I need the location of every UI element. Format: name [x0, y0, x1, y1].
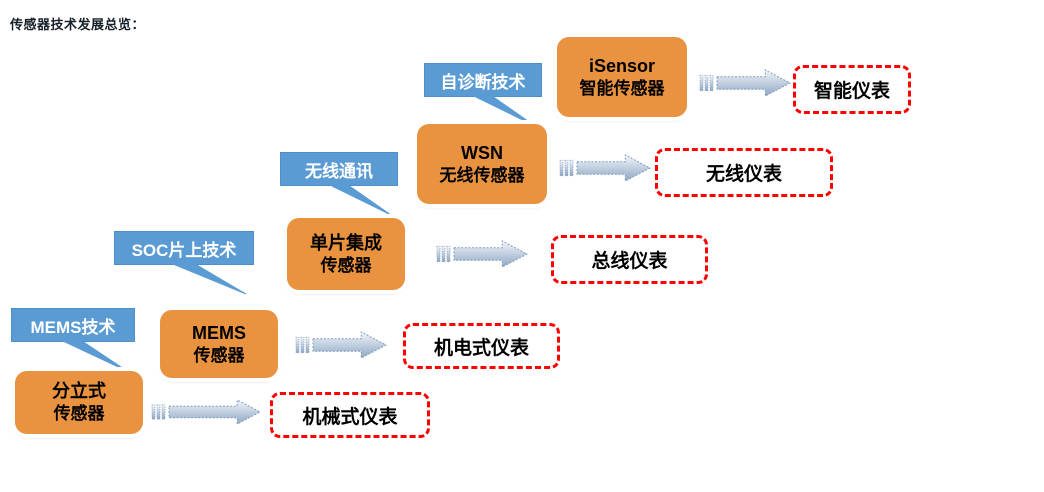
technology-callout-bus[interactable]: SOC片上技术: [114, 231, 254, 295]
right-arrow-icon-mechanical: [151, 399, 262, 425]
callout-tail-icon: [62, 340, 128, 372]
instrument-box-electromechanical[interactable]: 机电式仪表: [403, 323, 560, 369]
instrument-box-mechanical[interactable]: 机械式仪表: [270, 392, 430, 438]
technology-callout-wireless[interactable]: 无线通讯: [280, 152, 398, 216]
sensor-box-label-secondary: 无线传感器: [439, 165, 525, 185]
sensor-box-label-secondary: 传感器: [53, 404, 105, 424]
instrument-box-bus[interactable]: 总线仪表: [551, 235, 708, 284]
technology-callout-label: SOC片上技术: [114, 231, 254, 265]
technology-callout-label: MEMS技术: [11, 308, 135, 342]
technology-callout-label: 自诊断技术: [424, 63, 542, 97]
sensor-box-label-secondary: 传感器: [320, 255, 372, 275]
sensor-box-label-primary: MEMS: [192, 322, 246, 343]
sensor-box-label-primary: WSN: [461, 142, 503, 163]
callout-tail-icon: [172, 263, 247, 295]
sensor-box-label-primary: iSensor: [588, 55, 656, 76]
sensor-box-bus[interactable]: 单片集成传感器: [287, 218, 405, 290]
technology-callout-label: 无线通讯: [280, 152, 398, 186]
technology-callout-electromechanical[interactable]: MEMS技术: [11, 308, 135, 372]
page-title: 传感器技术发展总览：: [10, 17, 146, 32]
right-arrow-icon-electromechanical: [295, 331, 388, 359]
sensor-box-label-secondary: 智能传感器: [579, 78, 665, 98]
sensor-box-label-primary: 单片集成: [310, 232, 382, 253]
right-arrow-icon-bus: [436, 240, 529, 268]
right-arrow-icon-intelligent: [699, 69, 792, 97]
instrument-box-intelligent[interactable]: 智能仪表: [793, 65, 911, 114]
sensor-box-mechanical[interactable]: 分立式传感器: [15, 371, 143, 434]
sensor-box-label-primary: 分立式: [52, 381, 106, 402]
right-arrow-icon-wireless: [559, 154, 652, 182]
technology-callout-intelligent[interactable]: 自诊断技术: [424, 63, 542, 127]
callout-tail-icon: [473, 95, 536, 127]
callout-tail-icon: [329, 184, 392, 216]
sensor-box-label-secondary: 传感器: [193, 345, 245, 365]
instrument-box-wireless[interactable]: 无线仪表: [655, 148, 833, 197]
